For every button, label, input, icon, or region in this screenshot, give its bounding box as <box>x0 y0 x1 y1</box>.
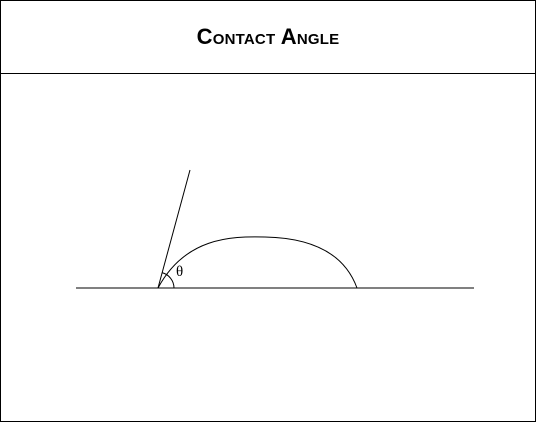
droplet-outline <box>157 236 358 289</box>
page-title: Contact Angle <box>196 24 340 49</box>
tangent-line <box>157 169 191 289</box>
angle-arc <box>161 272 175 289</box>
theta-label: θ <box>176 264 183 280</box>
header: Contact Angle <box>1 1 535 74</box>
